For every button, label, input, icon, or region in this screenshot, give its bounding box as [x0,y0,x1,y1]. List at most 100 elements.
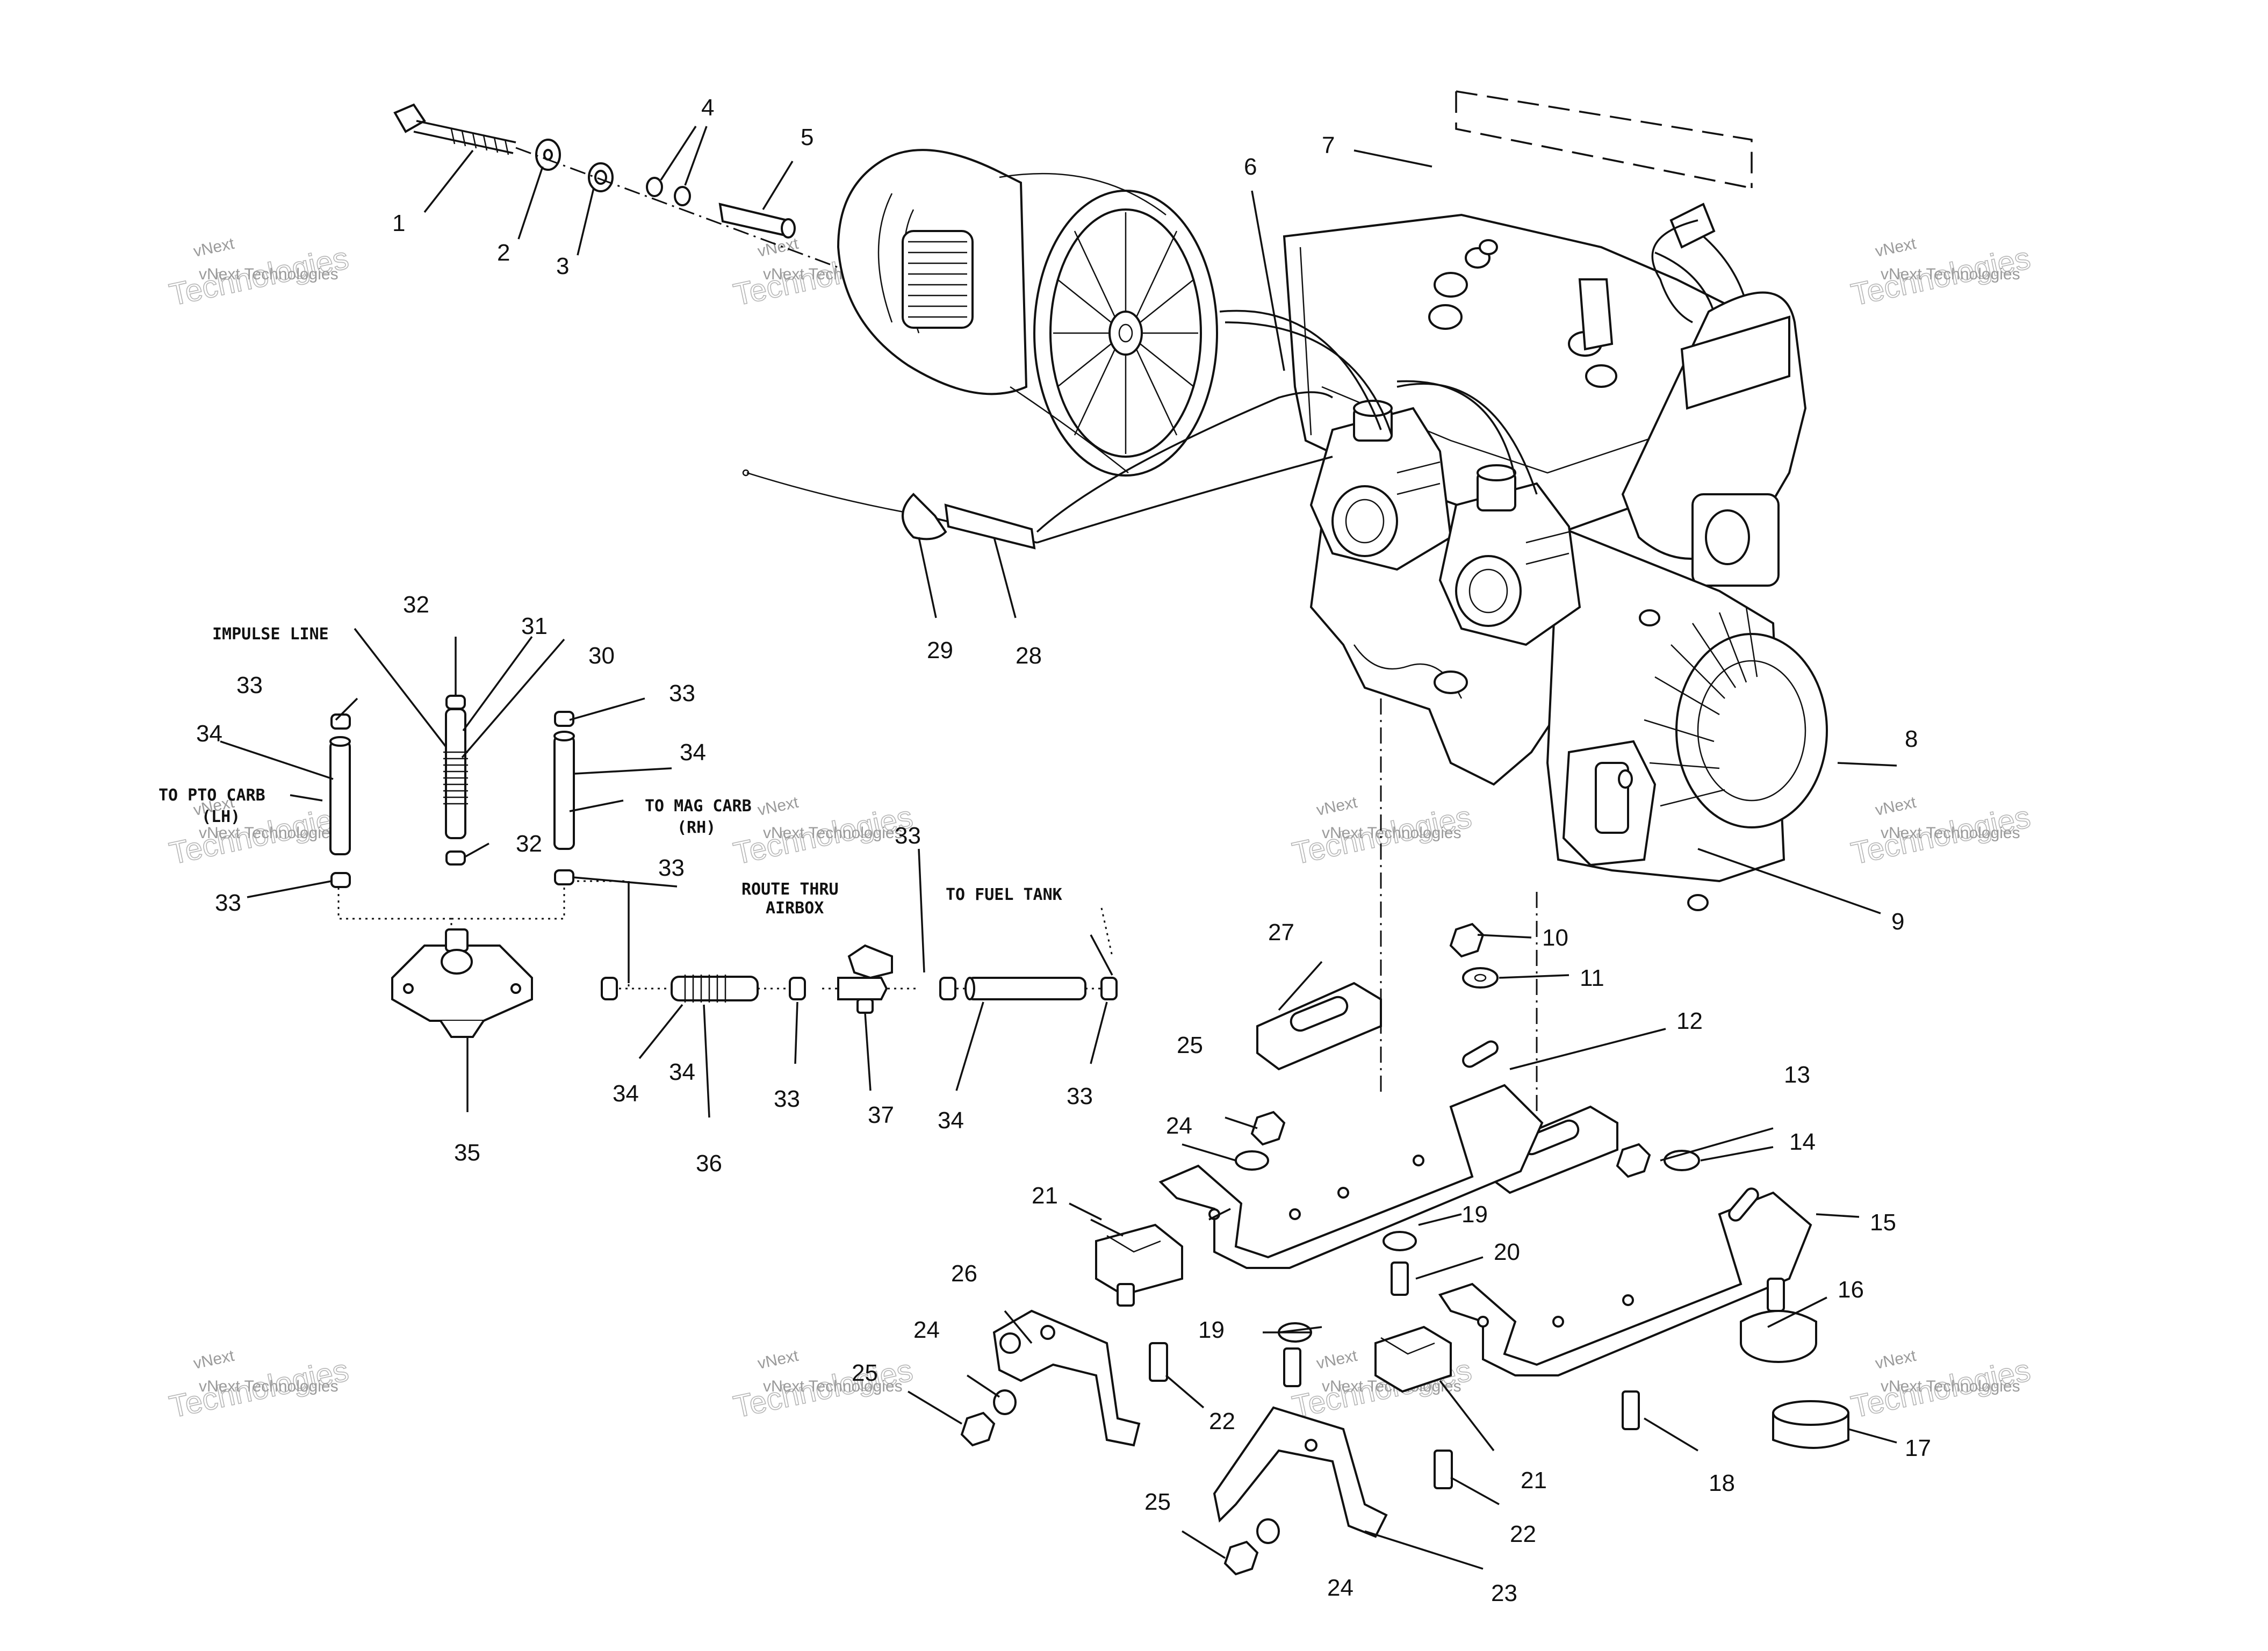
airbox-label: AIRBOX [766,899,824,918]
callout-34d: 34 [938,1107,964,1134]
drive-clutch-bolt-stack [393,103,871,280]
drive-clutch [837,149,1218,477]
bolt [1391,1261,1409,1296]
callout-7: 7 [1322,132,1335,158]
to-mag-carb-label: TO MAG CARB [645,797,752,816]
fuel-pump [391,928,533,1038]
callout-18: 18 [1709,1470,1735,1496]
to-fuel-tank-label: TO FUEL TANK [946,885,1062,904]
o-ring [674,186,691,206]
watermark-company: vNext Technologies [763,1378,903,1395]
fuel-hose-spring-guard [671,975,759,1003]
throttle-cable [1396,380,1516,479]
callout-27: 27 [1268,919,1294,946]
callout-25b: 25 [852,1360,878,1386]
callout-33f: 33 [774,1086,800,1112]
callout-24c: 24 [1327,1575,1353,1601]
callout-9: 9 [1891,909,1904,935]
callout-37: 37 [868,1102,894,1128]
hose-routing [564,880,630,989]
callout-13: 13 [1784,1062,1810,1088]
throttle-cable [1225,321,1393,436]
engine-mount-plate [1256,982,1382,1071]
callout-33d: 33 [658,855,685,881]
lock-nut [1223,1540,1259,1576]
callout-31: 31 [521,613,548,639]
lock-nut [1616,1143,1651,1178]
callout-34: 34 [196,720,222,747]
o-ring [646,177,663,197]
callout-3: 3 [556,253,569,279]
rear-mount-bracket [1438,1187,1812,1376]
washer [535,139,561,171]
watermark-small: vNext [192,235,236,261]
callout-28: 28 [1016,643,1042,669]
callout-23: 23 [1491,1580,1517,1606]
mount-bracket [1213,1406,1388,1538]
rubber-mount [1095,1223,1183,1307]
mount-bracket [992,1309,1141,1447]
washer [588,162,614,192]
callout-16: 16 [1838,1277,1864,1303]
watermark: Technologies vNext vNext Technologies [730,794,916,872]
clutch-spokes [1053,212,1198,454]
hose-clamp [1100,977,1118,1000]
callout-25: 25 [1177,1032,1203,1058]
washer [993,1389,1017,1415]
washer [1462,967,1499,989]
callout-10: 10 [1542,925,1568,951]
callout-numbers: 1 2 3 4 5 6 7 8 9 10 11 12 13 14 15 16 1… [196,95,1931,1606]
watermark-small: vNext [756,235,801,261]
rubber-pad [1772,1400,1849,1449]
bolt [1622,1390,1640,1430]
watermark: Technologies vNext vNext Technologies [1848,794,2034,872]
callout-33g: 33 [1067,1083,1093,1109]
bolt [1434,1450,1453,1489]
watermark: Technologies vNext vNext Technologies [166,235,352,313]
rubber-mount [1374,1325,1452,1393]
fuel-hose [553,731,575,850]
callout-36: 36 [696,1150,722,1177]
watermark-company: vNext Technologies [199,824,339,842]
callout-33c: 33 [215,890,241,916]
hose-clamp [330,713,351,730]
text-callouts: IMPULSE LINE TO PTO CARB (LH) TO MAG CAR… [159,625,1062,918]
watermark-company: vNext Technologies [199,1378,339,1395]
callout-26: 26 [951,1260,977,1287]
hose-clamp [601,977,618,1000]
watermark: Technologies vNext vNext Technologies [1848,235,2034,313]
callout-35: 35 [454,1140,480,1166]
callout-33e: 33 [895,823,921,849]
choke-cable-assembly [742,391,1333,550]
washer [1383,1231,1417,1251]
callout-24: 24 [1166,1113,1192,1139]
fuel-hose [329,736,351,855]
callout-4: 4 [701,95,714,121]
front-mount-bracket [1158,1040,1544,1269]
lock-nut [1449,922,1485,958]
throttle-cable [1396,383,1538,495]
callout-22b: 22 [1510,1521,1536,1547]
callout-8: 8 [1905,726,1918,752]
to-pto-carb-label: TO PTO CARB [159,786,265,805]
carburetors [1219,309,1581,646]
callout-30: 30 [588,643,615,669]
watermark-company: vNext Technologies [199,265,339,283]
hose-clamp [445,850,466,866]
hose-clamp [554,869,574,885]
callout-34b: 34 [680,739,706,766]
leader-lines [220,126,1897,1570]
callout-12: 12 [1676,1008,1703,1034]
hose-routing [337,881,565,935]
hose-clamp [445,695,466,710]
hose-clamp [939,977,956,1000]
watermark-company: vNext Technologies [1881,824,2020,842]
spacer-sleeve [718,203,796,239]
callout-32b: 32 [516,831,542,857]
to-pto-carb-side-label: (LH) [201,808,240,826]
watermark-small: vNext [756,1347,801,1373]
watermark-company: vNext Technologies [1881,1378,2020,1395]
fuel-pump-system [329,695,1118,1038]
washer [1664,1150,1700,1171]
callout-34e: 34 [669,1059,695,1085]
